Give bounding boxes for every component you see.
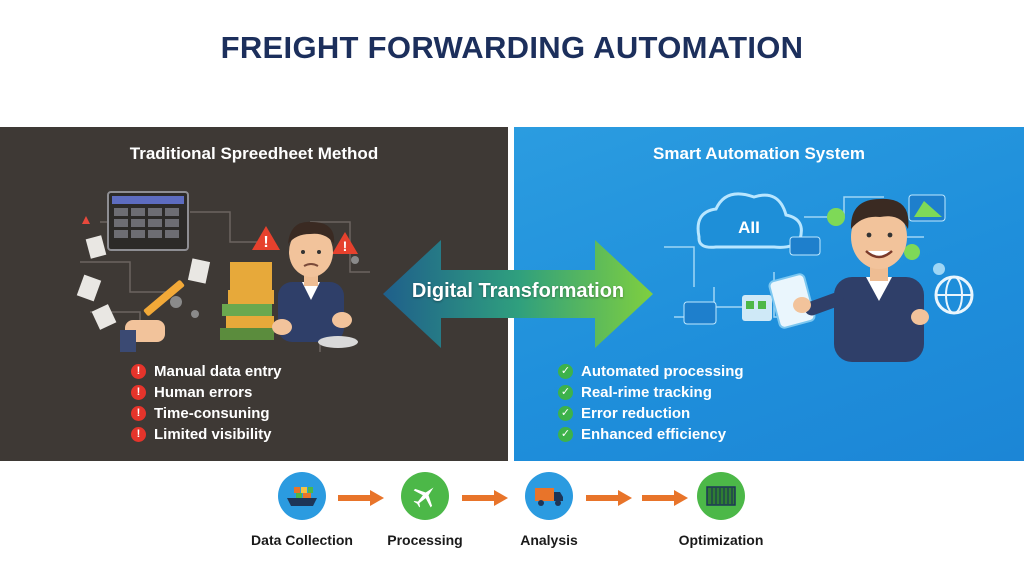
check-icon: ✓	[558, 406, 573, 421]
list-item: ✓Automated processing	[558, 361, 744, 382]
workflow-step-optimization: Optimization	[656, 472, 786, 548]
stressed-worker-illustration: ! !	[76, 191, 370, 352]
worried-worker-avatar	[272, 221, 352, 342]
list-item: !Limited visibility	[131, 424, 282, 445]
workflow-step-processing: Processing	[360, 472, 490, 548]
alert-icon: !	[131, 406, 146, 421]
smiling-worker-avatar	[793, 198, 929, 362]
automation-benefits-list: ✓Automated processing ✓Real-rime trackin…	[558, 361, 744, 445]
workflow-step-analysis: Analysis	[484, 472, 614, 548]
alert-icon: !	[131, 385, 146, 400]
svg-text:AII: AII	[738, 218, 760, 237]
warning-icon: ! !	[252, 226, 358, 254]
double-arrow-icon	[383, 240, 653, 348]
workflow-steps: Data Collection Processing Analysis	[0, 472, 1024, 572]
alert-icon: !	[131, 364, 146, 379]
folder-stack-icon	[220, 262, 274, 340]
list-item: !Human errors	[131, 382, 282, 403]
list-item: ✓Real-rime tracking	[558, 382, 744, 403]
list-item: !Manual data entry	[131, 361, 282, 382]
traditional-method-heading: Traditional Spreedheet Method	[129, 144, 379, 163]
cargo-ship-icon	[278, 472, 326, 520]
list-item: ✓Enhanced efficiency	[558, 424, 744, 445]
check-icon: ✓	[558, 385, 573, 400]
page-title: FREIGHT FORWARDING AUTOMATION	[220, 30, 804, 65]
svg-text:!: !	[263, 234, 268, 251]
container-icon	[697, 472, 745, 520]
pencil-hand-icon	[120, 280, 185, 352]
cloud-icon: AII	[696, 192, 803, 249]
smart-automation-heading: Smart Automation System	[653, 144, 865, 163]
arrow-right-icon	[642, 490, 688, 506]
arrow-right-icon	[462, 490, 508, 506]
check-icon: ✓	[558, 364, 573, 379]
tablet-icon	[768, 273, 816, 329]
list-item: ✓Error reduction	[558, 403, 744, 424]
globe-icon	[934, 275, 974, 315]
workflow-step-data-collection: Data Collection	[237, 472, 367, 548]
arrow-right-icon	[586, 490, 632, 506]
happy-worker-illustration: AII	[664, 192, 974, 362]
digital-transformation-arrow: Digital Transformation	[383, 240, 653, 348]
traditional-issues-list: !Manual data entry !Human errors !Time-c…	[131, 361, 282, 445]
alert-icon: !	[131, 427, 146, 442]
digital-transformation-label: Digital Transformation	[411, 280, 625, 302]
check-icon: ✓	[558, 427, 573, 442]
spreadsheet-monitor-icon	[107, 191, 189, 251]
airplane-icon	[401, 472, 449, 520]
svg-text:!: !	[343, 238, 348, 254]
truck-icon	[525, 472, 573, 520]
list-item: !Time-consuning	[131, 403, 282, 424]
arrow-right-icon	[338, 490, 384, 506]
